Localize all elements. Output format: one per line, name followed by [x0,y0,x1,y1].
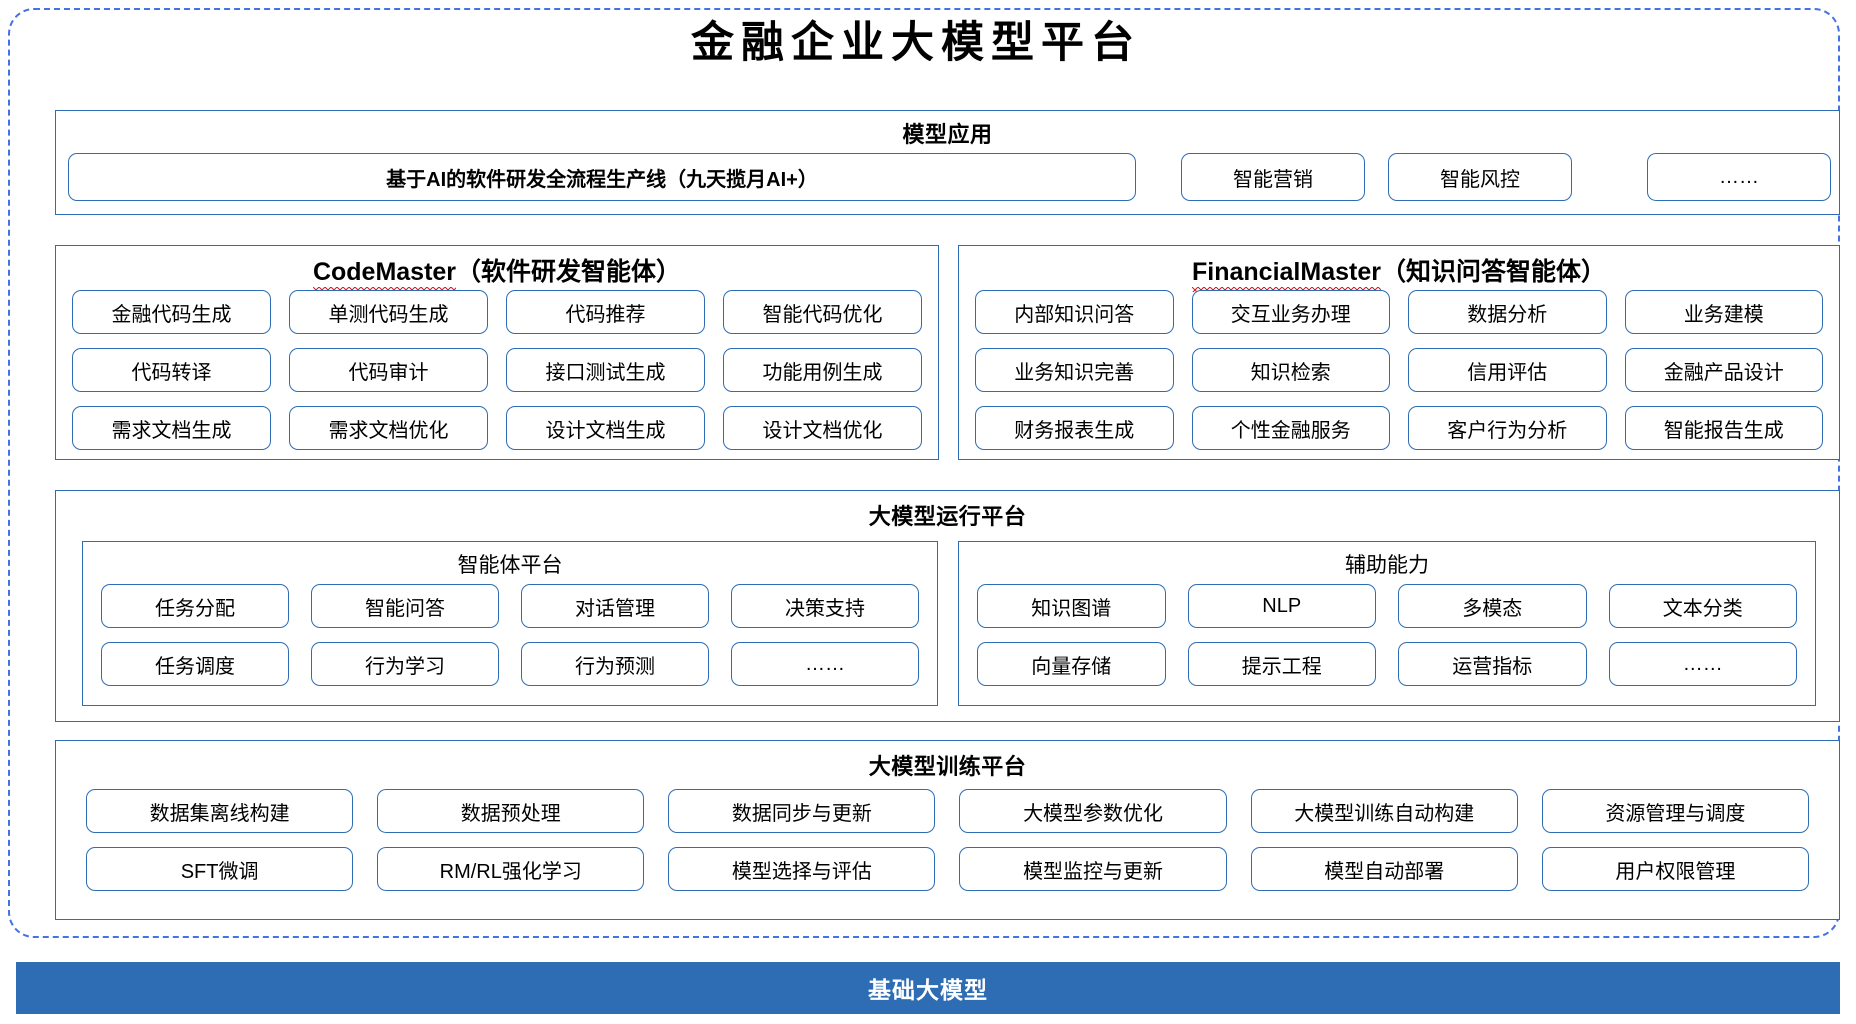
codemaster-item[interactable]: 代码审计 [289,348,488,392]
codemaster-item[interactable]: 功能用例生成 [723,348,922,392]
training-item[interactable]: 数据同步与更新 [668,789,936,833]
training-item[interactable]: SFT微调 [86,847,354,891]
training-item[interactable]: 大模型参数优化 [959,789,1227,833]
financialmaster-item[interactable]: 业务知识完善 [975,348,1174,392]
auxiliary-capability-grid: 知识图谱 NLP 多模态 文本分类 向量存储 提示工程 运营指标 …… [977,584,1797,686]
codemaster-item[interactable]: 金融代码生成 [72,290,271,334]
financialmaster-item[interactable]: 智能报告生成 [1624,406,1823,450]
subpanel-agent-platform: 智能体平台 任务分配 智能问答 对话管理 决策支持 任务调度 行为学习 行为预测… [82,541,938,706]
section-runtime-platform: 大模型运行平台 智能体平台 任务分配 智能问答 对话管理 决策支持 任务调度 行… [55,490,1840,722]
financialmaster-name-cn: （知识问答智能体） [1380,258,1606,286]
financialmaster-item[interactable]: 金融产品设计 [1624,348,1823,392]
training-item[interactable]: RM/RL强化学习 [377,847,645,891]
training-item[interactable]: 用户权限管理 [1541,847,1809,891]
codemaster-item[interactable]: 接口测试生成 [506,348,705,392]
auxiliary-item[interactable]: 提示工程 [1187,642,1376,686]
financialmaster-item[interactable]: 数据分析 [1408,290,1607,334]
auxiliary-item[interactable]: 知识图谱 [977,584,1166,628]
base-model-label: 基础大模型 [868,977,988,1003]
financialmaster-name-en: FinancialMaster [1192,258,1381,292]
training-platform-grid: 数据集离线构建 数据预处理 数据同步与更新 大模型参数优化 大模型训练自动构建 … [86,789,1809,891]
auxiliary-item-more[interactable]: …… [1608,642,1797,686]
diagram-outer-frame [8,8,1840,938]
financialmaster-item[interactable]: 业务建模 [1624,290,1823,334]
training-item[interactable]: 数据预处理 [377,789,645,833]
agent-platform-item[interactable]: 行为预测 [521,642,709,686]
section-model-application: 模型应用 基于AI的软件研发全流程生产线（九天揽月AI+） 智能营销 智能风控 … [55,110,1840,215]
codemaster-item[interactable]: 设计文档生成 [506,406,705,450]
financialmaster-capability-grid: 内部知识问答 交互业务办理 数据分析 业务建模 业务知识完善 知识检索 信用评估… [975,290,1823,450]
training-item[interactable]: 资源管理与调度 [1541,789,1809,833]
financialmaster-item[interactable]: 信用评估 [1408,348,1607,392]
codemaster-item[interactable]: 单测代码生成 [289,290,488,334]
agent-platform-grid: 任务分配 智能问答 对话管理 决策支持 任务调度 行为学习 行为预测 …… [101,584,919,686]
auxiliary-item[interactable]: 多模态 [1398,584,1587,628]
codemaster-name-cn: （软件研发智能体） [456,258,682,286]
codemaster-item[interactable]: 设计文档优化 [723,406,922,450]
auxiliary-item[interactable]: 运营指标 [1398,642,1587,686]
training-item[interactable]: 模型监控与更新 [959,847,1227,891]
section-training-platform: 大模型训练平台 数据集离线构建 数据预处理 数据同步与更新 大模型参数优化 大模… [55,740,1840,920]
financialmaster-title: FinancialMaster（知识问答智能体） [959,252,1839,292]
agent-platform-item[interactable]: 对话管理 [521,584,709,628]
app-item-smart-marketing[interactable]: 智能营销 [1181,153,1365,201]
codemaster-item[interactable]: 智能代码优化 [723,290,922,334]
subpanel-title-auxiliary-capability: 辅助能力 [1345,554,1429,577]
codemaster-item[interactable]: 需求文档生成 [72,406,271,450]
financialmaster-item[interactable]: 交互业务办理 [1191,290,1390,334]
agent-platform-item[interactable]: 智能问答 [311,584,499,628]
agent-platform-item[interactable]: 任务调度 [101,642,289,686]
app-item-smart-risk-control[interactable]: 智能风控 [1388,153,1572,201]
financialmaster-item[interactable]: 客户行为分析 [1408,406,1607,450]
codemaster-title: CodeMaster（软件研发智能体） [56,252,938,292]
auxiliary-item[interactable]: 向量存储 [977,642,1166,686]
base-model-bar: 基础大模型 [16,962,1840,1014]
codemaster-name-en: CodeMaster [312,258,457,292]
section-codemaster-agent: CodeMaster（软件研发智能体） 金融代码生成 单测代码生成 代码推荐 智… [55,245,939,460]
section-financialmaster-agent: FinancialMaster（知识问答智能体） 内部知识问答 交互业务办理 数… [958,245,1840,460]
section-title-runtime-platform: 大模型运行平台 [868,504,1027,529]
auxiliary-item[interactable]: NLP [1187,584,1376,628]
page-title: 金融企业大模型平台 [691,18,1141,68]
agent-platform-item-more[interactable]: …… [731,642,919,686]
training-item[interactable]: 大模型训练自动构建 [1250,789,1518,833]
financialmaster-item[interactable]: 财务报表生成 [975,406,1174,450]
section-title-model-application: 模型应用 [902,122,993,147]
section-title-training-platform: 大模型训练平台 [868,754,1027,779]
training-item[interactable]: 数据集离线构建 [86,789,354,833]
subpanel-auxiliary-capability: 辅助能力 知识图谱 NLP 多模态 文本分类 向量存储 提示工程 运营指标 …… [958,541,1816,706]
codemaster-item[interactable]: 代码转译 [72,348,271,392]
financialmaster-item[interactable]: 知识检索 [1191,348,1390,392]
agent-platform-item[interactable]: 任务分配 [101,584,289,628]
agent-platform-item[interactable]: 决策支持 [731,584,919,628]
codemaster-capability-grid: 金融代码生成 单测代码生成 代码推荐 智能代码优化 代码转译 代码审计 接口测试… [72,290,922,450]
financialmaster-item[interactable]: 内部知识问答 [975,290,1174,334]
agent-platform-item[interactable]: 行为学习 [311,642,499,686]
app-item-more[interactable]: …… [1647,153,1831,201]
training-item[interactable]: 模型自动部署 [1250,847,1518,891]
codemaster-item[interactable]: 需求文档优化 [289,406,488,450]
financialmaster-item[interactable]: 个性金融服务 [1191,406,1390,450]
auxiliary-item[interactable]: 文本分类 [1608,584,1797,628]
training-item[interactable]: 模型选择与评估 [668,847,936,891]
subpanel-title-agent-platform: 智能体平台 [457,554,563,577]
app-item-main-pipeline[interactable]: 基于AI的软件研发全流程生产线（九天揽月AI+） [68,153,1136,201]
codemaster-item[interactable]: 代码推荐 [506,290,705,334]
